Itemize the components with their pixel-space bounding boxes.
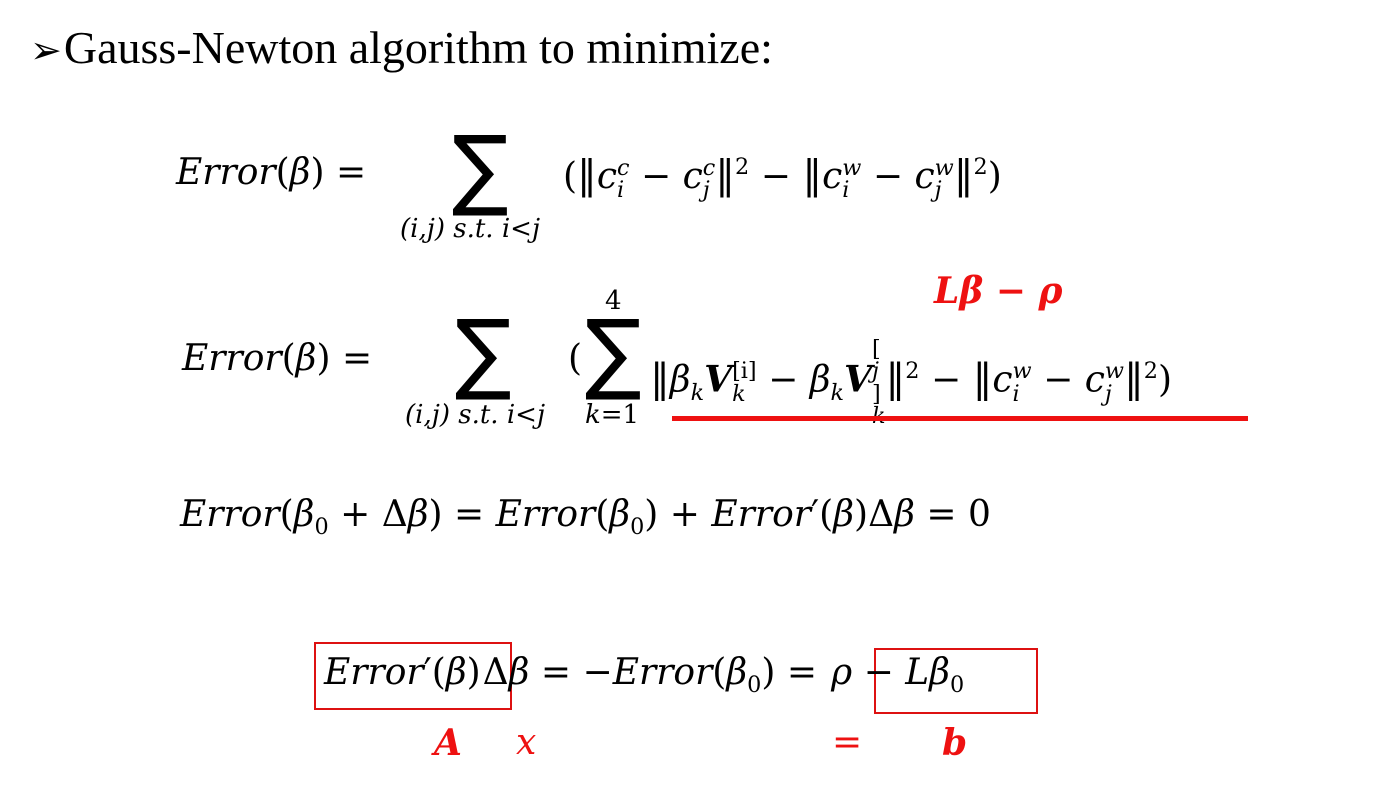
equation-2-body: ‖βkV[i]k − βkV[j]k‖2 − ‖cwi − cwj‖2) xyxy=(650,336,1173,427)
equation-1-lhs: Error(β) = xyxy=(176,152,367,193)
equation-4-box-b xyxy=(874,648,1038,714)
heading-text: Gauss-Newton algorithm to minimize: xyxy=(63,22,773,73)
label-b: b xyxy=(942,722,968,764)
equation-2-open-paren: ( xyxy=(568,338,583,379)
equation-1-sum-symbol: ∑ xyxy=(452,116,509,220)
arrow-bullet-icon: ➢ xyxy=(30,28,62,72)
equation-3: Error(β0 + Δβ) = Error(β0) + Error′(β)Δβ… xyxy=(180,494,991,541)
slide-heading: ➢Gauss-Newton algorithm to minimize: xyxy=(30,20,773,78)
equation-2-inner-sum-lower-limit: k=1 xyxy=(585,400,640,430)
equation-4-box-a xyxy=(314,642,512,710)
label-a: A xyxy=(434,722,462,764)
label-x: x xyxy=(516,722,537,763)
equation-2-outer-sum-lower-limit: (i,j) s.t. i<j xyxy=(405,400,546,430)
equation-1-sum-lower-limit: (i,j) s.t. i<j xyxy=(400,214,541,244)
equation-2-lhs: Error(β) = xyxy=(182,338,373,379)
label-equals: = xyxy=(832,722,863,763)
equation-2-annotation: Lβ − ρ xyxy=(934,270,1063,312)
equation-2-outer-sum-symbol: ∑ xyxy=(455,300,512,404)
equation-2-inner-sum-symbol: ∑ xyxy=(585,300,642,404)
equation-2-underline xyxy=(672,416,1248,421)
equation-2-inner-sum-upper-limit: 4 xyxy=(605,286,622,316)
equation-4: Error′(β)Δβ = −Error(β0) =ρ − Lβ0 xyxy=(324,652,965,699)
